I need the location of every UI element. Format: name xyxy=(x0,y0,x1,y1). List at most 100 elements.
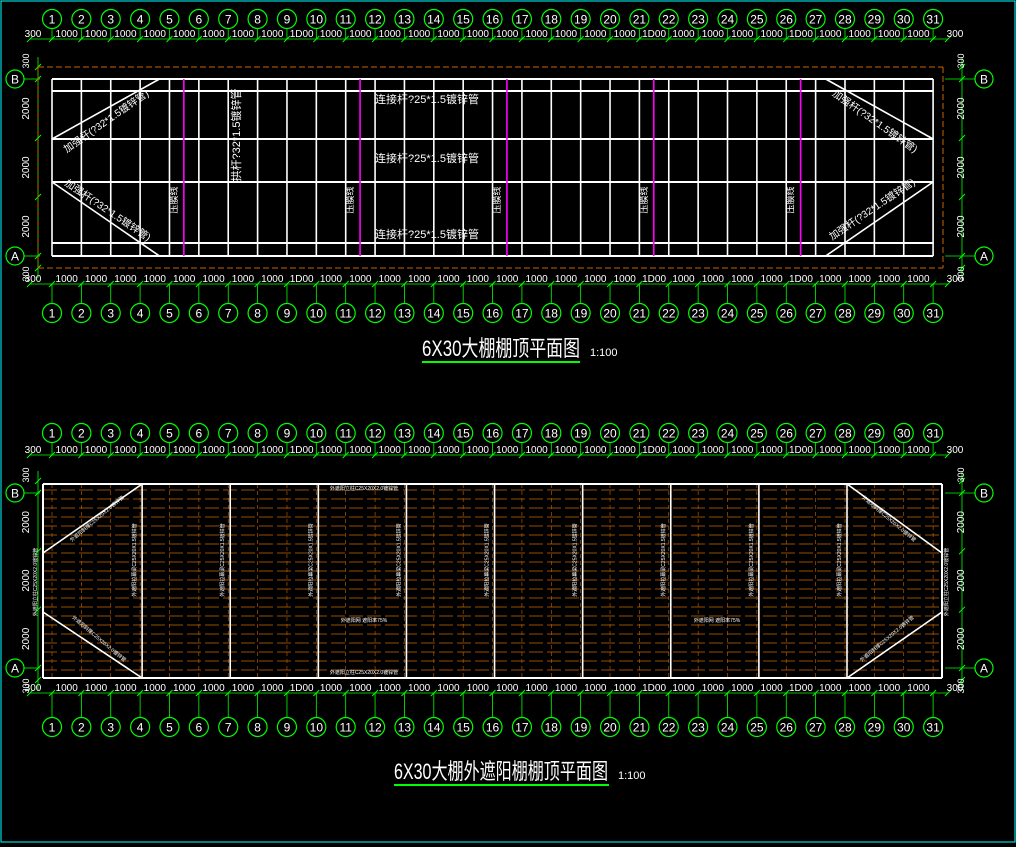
dimension-bay-top: 1000 xyxy=(467,445,490,456)
axis-label-bottom-19: 19 xyxy=(574,307,588,321)
shade-beam-label: 外遮阳拉幕梁C25X20X1.5镀锌管 xyxy=(219,523,226,596)
press-film-label: 压膜线 xyxy=(491,186,502,213)
shade-beam-label: 外遮阳拉幕梁C25X20X1.5镀锌管 xyxy=(748,523,755,596)
axis-label-top-9: 9 xyxy=(284,13,291,27)
axis-label-top-25: 25 xyxy=(750,427,764,441)
dimension-bay-bottom: 1000 xyxy=(379,683,402,694)
axis-label-bottom-6: 6 xyxy=(196,307,203,321)
axis-label-bottom-27: 27 xyxy=(809,721,823,735)
row-label-left-B: B xyxy=(11,487,19,501)
axis-label-top-15: 15 xyxy=(457,427,471,441)
dimension-tick xyxy=(577,689,585,697)
dimension-tick xyxy=(900,35,908,43)
dimension-tick xyxy=(254,35,261,43)
shade-net-label-right: 外遮阳网 遮阳率75% xyxy=(694,617,741,624)
arch-label: 拱杆?32*1.5镀锌管 xyxy=(229,89,243,182)
dimension-bay-bottom: 1000 xyxy=(173,274,196,285)
axis-label-bottom-21: 21 xyxy=(633,721,647,735)
dimension-tick xyxy=(430,280,438,288)
dimension-tick xyxy=(48,280,56,288)
dimension-bay-bottom: 1000 xyxy=(467,683,490,694)
dimension-bay-bottom: 1000 xyxy=(731,274,754,285)
dimension-row-right: 2000 xyxy=(956,97,967,120)
axis-label-bottom-5: 5 xyxy=(166,721,173,735)
dimension-tick xyxy=(489,451,496,459)
dimension-tick xyxy=(958,193,966,201)
dimension-tick xyxy=(518,35,526,43)
axis-label-top-4: 4 xyxy=(137,427,144,441)
dimension-end-left-bottom: 300 xyxy=(21,678,31,693)
press-film-label: 压膜线 xyxy=(638,186,649,213)
dimension-tick xyxy=(958,63,966,71)
shade-edge-label-top: 外遮阳立柱C25X20X2.0镀锌管 xyxy=(330,485,398,492)
dimension-bay-bottom: 1000 xyxy=(584,274,607,285)
row-label-right-A: A xyxy=(980,662,988,676)
dimension-tick xyxy=(195,451,203,459)
axis-label-top-27: 27 xyxy=(809,427,823,441)
shade-brace-label-left-top: 外遮阳斜撑C25X20X2.0镀锌管 xyxy=(69,494,126,543)
axis-label-bottom-17: 17 xyxy=(515,307,529,321)
dimension-bay-bottom: 1000 xyxy=(555,683,578,694)
dimension-bay-bottom: 1000 xyxy=(731,683,754,694)
axis-label-bottom-16: 16 xyxy=(486,721,500,735)
axis-label-top-1: 1 xyxy=(49,13,56,27)
dimension-bay-top: 1000 xyxy=(702,445,725,456)
dimension-bay-bottom: 1000 xyxy=(760,683,783,694)
dimension-tick xyxy=(283,451,291,459)
dimension-row-left: 2000 xyxy=(21,627,32,650)
axis-label-bottom-18: 18 xyxy=(545,307,559,321)
dimension-tick xyxy=(107,451,115,459)
axis-label-top-20: 20 xyxy=(603,13,617,27)
dimension-tick xyxy=(34,664,42,672)
dimension-bay-bottom: 1000 xyxy=(496,683,519,694)
dimension-tick xyxy=(900,280,908,288)
dimension-bay-bottom: 1000 xyxy=(379,274,402,285)
axis-label-top-24: 24 xyxy=(721,13,735,27)
tie-label-bottom: 连接杆?25*1.5镀锌管 xyxy=(375,227,479,241)
axis-label-top-29: 29 xyxy=(868,427,882,441)
dimension-tick xyxy=(459,280,467,288)
dimension-tick xyxy=(254,280,261,288)
shade-brace-label-left-bottom: 外遮阳斜撑C25X20X2.0镀锌管 xyxy=(71,614,128,663)
axis-label-bottom-27: 27 xyxy=(809,307,823,321)
dimension-bay-top: 1000 xyxy=(437,29,460,40)
shade-brace-label-right-top: 外遮阳斜撑C25X20X2.0镀锌管 xyxy=(861,494,918,543)
axis-label-bottom-19: 19 xyxy=(574,721,588,735)
dimension-bay-bottom: 1000 xyxy=(320,683,343,694)
axis-label-top-6: 6 xyxy=(196,13,203,27)
dimension-tick xyxy=(489,280,496,288)
dimension-bay-bottom: 1000 xyxy=(56,683,79,694)
dimension-tick xyxy=(34,134,42,142)
dimension-tick xyxy=(812,689,819,697)
axis-label-bottom-24: 24 xyxy=(721,307,735,321)
axis-label-bottom-12: 12 xyxy=(368,307,382,321)
dimension-tick xyxy=(665,451,673,459)
dimension-bay-top: 1000 xyxy=(525,29,548,40)
dimension-tick xyxy=(312,280,320,288)
dimension-bay-top: 1000 xyxy=(496,29,519,40)
axis-label-bottom-7: 7 xyxy=(225,721,232,735)
plan2-title: 6X30大棚外遮阳棚棚顶平面图 xyxy=(394,759,608,784)
axis-label-top-21: 21 xyxy=(633,13,647,27)
dimension-tick xyxy=(166,689,173,697)
axis-label-top-24: 24 xyxy=(721,427,735,441)
axis-label-bottom-9: 9 xyxy=(284,721,291,735)
dimension-bay-bottom: 1000 xyxy=(907,274,930,285)
dimension-bay-bottom: 1D00 xyxy=(789,274,813,285)
axis-label-top-28: 28 xyxy=(838,427,852,441)
dimension-tick xyxy=(224,280,232,288)
dimension-bay-bottom: 1000 xyxy=(878,683,901,694)
dimension-tick xyxy=(958,664,966,672)
dimension-bay-bottom: 1000 xyxy=(408,683,431,694)
dimension-tick xyxy=(636,35,643,43)
dimension-tick xyxy=(371,280,379,288)
axis-label-top-11: 11 xyxy=(339,427,352,441)
axis-label-bottom-26: 26 xyxy=(780,307,794,321)
dimension-bay-bottom: 1000 xyxy=(261,683,284,694)
dimension-tick xyxy=(724,35,731,43)
dimension-tick xyxy=(371,35,379,43)
axis-label-bottom-15: 15 xyxy=(457,307,471,321)
plan2-scale: 1:100 xyxy=(618,770,646,782)
